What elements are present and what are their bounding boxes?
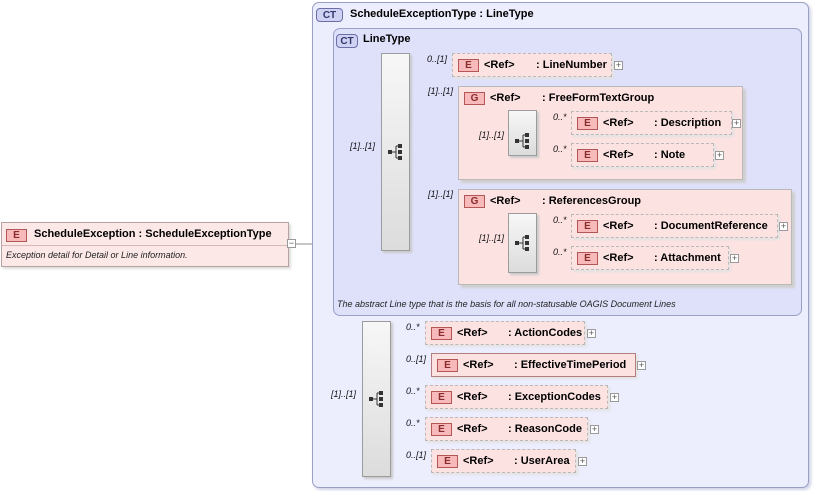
element-name: : LineNumber — [536, 59, 607, 71]
element-cardinality: 0..* — [406, 386, 420, 396]
expand-icon[interactable]: + — [578, 456, 587, 466]
inner-type-documentation: The abstract Line type that is the basis… — [337, 299, 676, 309]
group-ref: <Ref> — [490, 92, 521, 104]
group-sequence-compositor — [508, 110, 537, 156]
element-effective-time-period[interactable]: E <Ref> : EffectiveTimePeriod — [431, 353, 636, 377]
expand-icon[interactable]: + — [730, 253, 739, 263]
element-cardinality: 0..* — [406, 322, 420, 332]
element-line-number[interactable]: E <Ref> : LineNumber — [452, 53, 612, 77]
group-badge: G — [464, 92, 485, 105]
element-cardinality: 0..[1] — [406, 450, 427, 460]
root-element-documentation: Exception detail for Detail or Line info… — [6, 250, 188, 260]
root-element-title: ScheduleException : ScheduleExceptionTyp… — [34, 228, 272, 240]
group-name: : ReferencesGroup — [542, 195, 642, 207]
element-name: : EffectiveTimePeriod — [514, 359, 627, 371]
element-badge: E — [6, 229, 27, 242]
complex-type-badge: CT — [316, 8, 343, 22]
expand-icon[interactable]: + — [732, 118, 741, 128]
element-badge: E — [577, 220, 598, 233]
element-name: : DocumentReference — [654, 220, 768, 232]
element-ref: <Ref> — [463, 359, 494, 371]
element-name: : Description — [654, 117, 722, 129]
element-description[interactable]: E <Ref> : Description — [571, 111, 732, 135]
expand-icon[interactable]: + — [610, 392, 619, 402]
element-cardinality: 0..[1] — [406, 354, 427, 364]
sequence-icon — [515, 133, 529, 149]
element-cardinality: 0..* — [553, 144, 567, 154]
expand-icon[interactable]: + — [587, 328, 596, 338]
element-badge: E — [577, 252, 598, 265]
element-badge: E — [458, 59, 479, 72]
element-name: : UserArea — [514, 455, 570, 467]
element-name: : Note — [654, 149, 686, 161]
group-cardinality: [1]..[1] — [428, 86, 454, 96]
element-cardinality: 0..* — [553, 247, 567, 257]
element-name: : ExceptionCodes — [508, 391, 601, 403]
sequence-icon — [388, 144, 402, 160]
expand-icon[interactable]: + — [637, 360, 646, 370]
group-sequence-cardinality: [1]..[1] — [479, 130, 505, 140]
element-ref: <Ref> — [603, 149, 634, 161]
element-badge: E — [431, 423, 452, 436]
group-name: : FreeFormTextGroup — [542, 92, 655, 104]
expand-icon[interactable]: + — [590, 424, 599, 434]
collapse-icon[interactable]: − — [287, 238, 296, 248]
element-name: : ReasonCode — [508, 423, 582, 435]
element-badge: E — [437, 359, 458, 372]
group-badge: G — [464, 195, 485, 208]
complex-type-badge: CT — [336, 34, 358, 48]
group-cardinality: [1]..[1] — [428, 189, 454, 199]
element-badge: E — [431, 327, 452, 340]
inner-type-title: LineType — [363, 33, 411, 45]
element-ref: <Ref> — [484, 59, 515, 71]
element-cardinality: 0..* — [553, 215, 567, 225]
element-cardinality: 0..* — [406, 418, 420, 428]
element-note[interactable]: E <Ref> : Note — [571, 143, 714, 167]
element-ref: <Ref> — [603, 117, 634, 129]
element-ref: <Ref> — [603, 220, 634, 232]
expand-icon[interactable]: + — [715, 150, 724, 160]
element-name: : ActionCodes — [508, 327, 583, 339]
element-attachment[interactable]: E <Ref> : Attachment — [571, 246, 729, 270]
element-badge: E — [577, 149, 598, 162]
outer-sequence-cardinality: [1]..[1] — [331, 389, 357, 399]
outer-type-title: ScheduleExceptionType : LineType — [350, 8, 534, 20]
element-badge: E — [577, 117, 598, 130]
element-cardinality: 0..[1] — [427, 54, 448, 64]
sequence-icon — [369, 391, 383, 407]
element-user-area[interactable]: E <Ref> : UserArea — [431, 449, 576, 473]
element-ref: <Ref> — [457, 423, 488, 435]
expand-icon[interactable]: + — [779, 221, 788, 231]
divider — [2, 245, 288, 246]
root-element[interactable]: E ScheduleException : ScheduleExceptionT… — [1, 222, 289, 267]
group-ref: <Ref> — [490, 195, 521, 207]
expand-icon[interactable]: + — [614, 60, 623, 70]
element-reason-code[interactable]: E <Ref> : ReasonCode — [425, 417, 588, 441]
group-sequence-cardinality: [1]..[1] — [479, 233, 505, 243]
element-ref: <Ref> — [603, 252, 634, 264]
element-action-codes[interactable]: E <Ref> : ActionCodes — [425, 321, 585, 345]
inner-sequence-cardinality: [1]..[1] — [350, 141, 376, 151]
element-badge: E — [431, 391, 452, 404]
element-ref: <Ref> — [457, 327, 488, 339]
element-document-reference[interactable]: E <Ref> : DocumentReference — [571, 214, 778, 238]
element-ref: <Ref> — [457, 391, 488, 403]
element-cardinality: 0..* — [553, 112, 567, 122]
element-badge: E — [437, 455, 458, 468]
sequence-icon — [515, 235, 529, 251]
inner-sequence-compositor — [381, 53, 410, 251]
element-name: : Attachment — [654, 252, 721, 264]
element-exception-codes[interactable]: E <Ref> : ExceptionCodes — [425, 385, 608, 409]
element-ref: <Ref> — [463, 455, 494, 467]
